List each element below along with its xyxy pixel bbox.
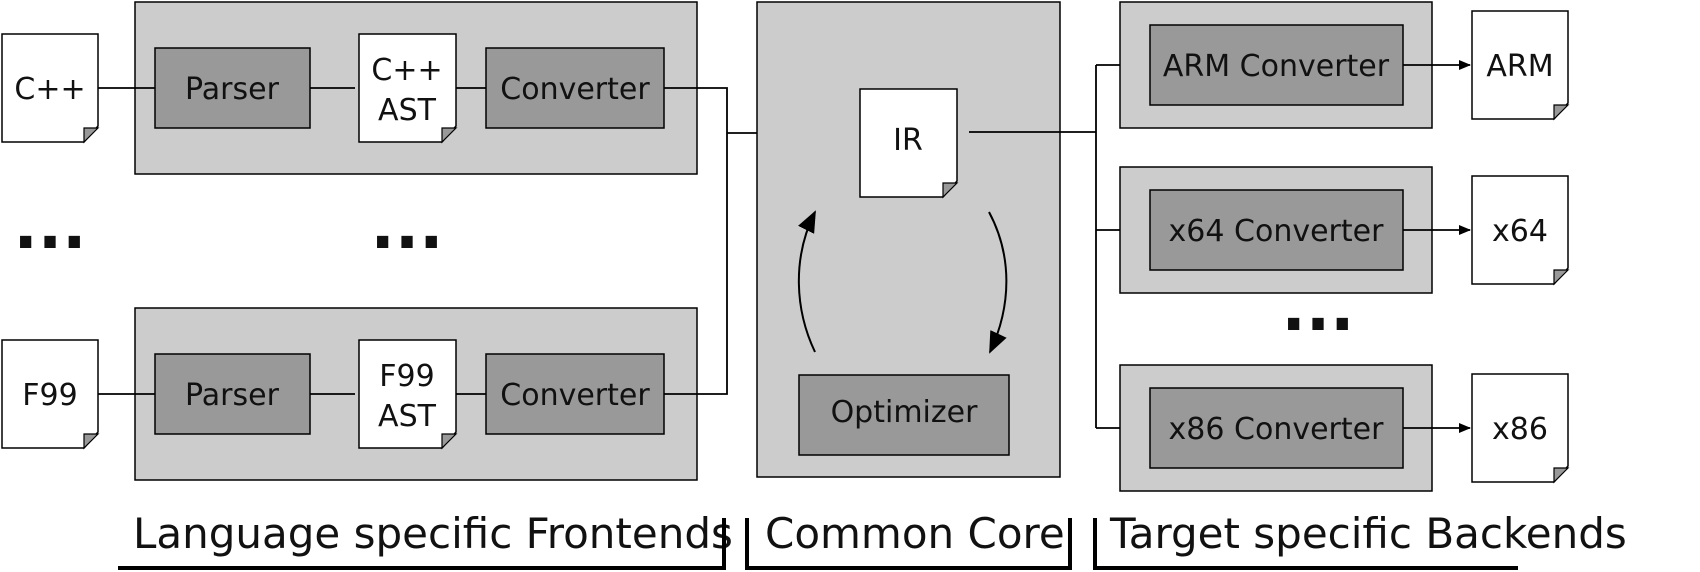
x64-converter-box: x64 Converter: [1149, 189, 1404, 271]
input-document-f99: F99: [1, 339, 100, 450]
section-bracket-core: [745, 518, 1072, 570]
x86-output-document: x86: [1471, 373, 1570, 484]
section-label-frontends: Language specific Frontends: [133, 509, 733, 558]
ast-document-f99: F99 AST: [358, 339, 458, 450]
parser-box-cpp: Parser: [154, 47, 311, 129]
parser-box-f99-label: Parser: [185, 378, 280, 413]
optimizer-box: Optimizer: [798, 374, 1010, 456]
ir-document-label: IR: [893, 123, 923, 158]
arm-converter-box: ARM Converter: [1149, 24, 1404, 106]
ast-document-f99-line1: F99: [379, 359, 434, 394]
input-document-cpp-label: C++: [14, 72, 85, 107]
input-document-cpp: C++: [1, 33, 100, 144]
parser-box-cpp-label: Parser: [185, 72, 280, 107]
converter-box-cpp: Converter: [485, 47, 665, 129]
x64-output-document-label: x64: [1492, 214, 1548, 249]
converter-box-cpp-label: Converter: [500, 72, 650, 107]
arm-output-document: ARM: [1471, 10, 1570, 121]
ir-document: IR: [859, 88, 959, 199]
x64-output-document: x64: [1471, 175, 1570, 286]
frontend-ellipsis-left: ...: [14, 190, 87, 264]
section-label-core: Common Core: [765, 509, 1065, 558]
arm-output-document-label: ARM: [1486, 49, 1553, 84]
parser-box-f99: Parser: [154, 353, 311, 435]
converter-box-f99-label: Converter: [500, 378, 650, 413]
x64-converter-box-label: x64 Converter: [1169, 214, 1385, 249]
ast-document-cpp-line2: AST: [378, 93, 437, 128]
ast-document-f99-line2: AST: [378, 399, 437, 434]
arm-converter-box-label: ARM Converter: [1163, 49, 1390, 84]
section-bracket-frontends: [118, 518, 726, 570]
optimizer-box-label: Optimizer: [831, 395, 979, 430]
converter-box-f99: Converter: [485, 353, 665, 435]
optimizer-to-ir-arrow: [797, 210, 816, 353]
ast-document-cpp-line1: C++: [371, 53, 442, 88]
section-bracket-backends: [1093, 518, 1518, 570]
ast-document-cpp: C++ AST: [358, 33, 458, 144]
frontend-ellipsis-middle: ...: [371, 190, 444, 264]
section-label-backends: Target specific Backends: [1109, 509, 1627, 558]
x86-converter-box: x86 Converter: [1149, 387, 1404, 469]
x86-converter-box-label: x86 Converter: [1169, 412, 1385, 447]
ir-to-optimizer-arrow: [988, 211, 1008, 354]
input-document-f99-label: F99: [22, 378, 77, 413]
x86-output-document-label: x86: [1492, 412, 1548, 447]
backend-ellipsis: ...: [1282, 272, 1355, 346]
